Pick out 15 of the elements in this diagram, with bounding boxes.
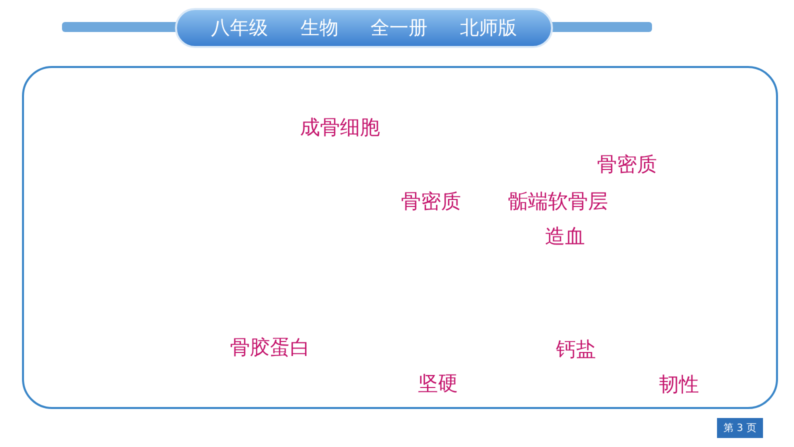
- header-text: 全一册: [370, 16, 428, 41]
- page-number: 第 3 页: [717, 418, 763, 438]
- answer-text: 骺端软骨层: [508, 188, 608, 215]
- answer-text: 骨胶蛋白: [230, 334, 310, 361]
- answer-text: 骨密质: [401, 188, 461, 215]
- answer-text: 成骨细胞: [300, 114, 380, 141]
- header-text: 八年级: [211, 16, 268, 41]
- answer-text: 韧性: [659, 371, 699, 398]
- header-text: 生物: [300, 16, 338, 41]
- answer-text: 骨密质: [597, 151, 657, 178]
- header-banner: [175, 8, 553, 48]
- answer-text: 造血: [545, 223, 585, 250]
- header-text: 北师版: [460, 16, 517, 41]
- answer-text: 坚硬: [418, 370, 458, 397]
- answer-text: 钙盐: [556, 336, 596, 363]
